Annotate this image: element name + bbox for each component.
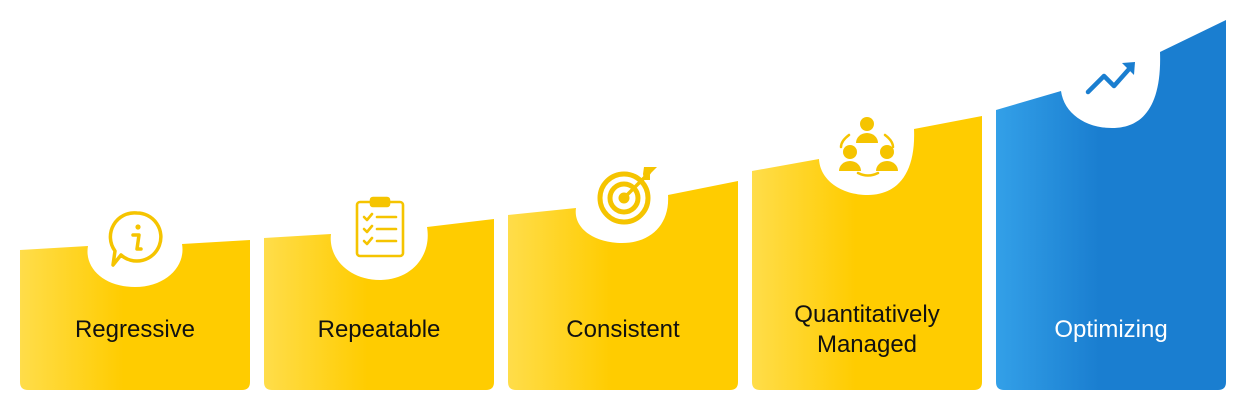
clipboard-checklist-icon: [355, 196, 405, 258]
step-bar: [20, 240, 250, 390]
step-label-line: Consistent: [566, 316, 680, 343]
step-label-regressive: Regressive: [20, 300, 250, 360]
step-label-quantitatively-managed: Quantitatively Managed: [752, 300, 982, 360]
info-speech-bubble-icon: [108, 211, 163, 267]
step-label-line: Regressive: [74, 316, 196, 343]
step-label-optimizing: Optimizing: [996, 300, 1226, 360]
step-bar: [996, 20, 1226, 390]
step-optimizing: [996, 20, 1226, 390]
step-bar: [264, 219, 494, 390]
step-bar: [752, 116, 982, 390]
trend-up-arrow-icon: [1085, 62, 1135, 95]
step-label-line: Quantitatively: [794, 301, 940, 328]
step-bar: [508, 181, 738, 390]
step-regressive: [20, 211, 250, 390]
step-label-consistent: Consistent: [508, 300, 738, 360]
step-repeatable: [264, 196, 494, 390]
step-label-line: Managed: [816, 331, 918, 358]
target-arrow-icon: [597, 167, 657, 225]
step-consistent: [508, 167, 738, 390]
team-people-icon: [839, 117, 898, 177]
step-label-line: Repeatable: [317, 316, 441, 343]
step-quantitatively-managed: [752, 116, 982, 390]
step-label-repeatable: Repeatable: [264, 300, 494, 360]
step-label-line: Optimizing: [1054, 316, 1168, 343]
